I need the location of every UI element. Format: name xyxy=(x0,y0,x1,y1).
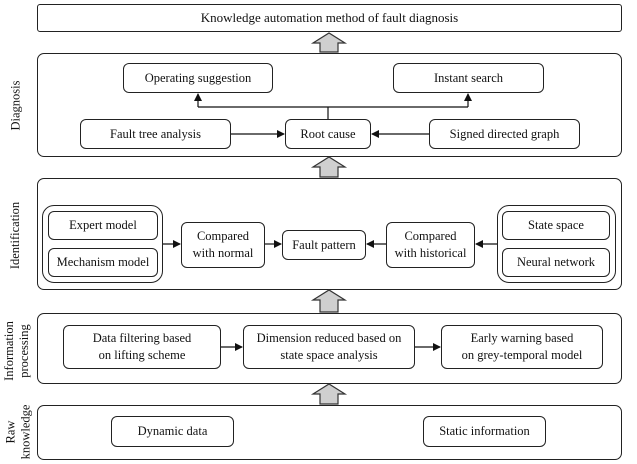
mechanism-model-text: Mechanism model xyxy=(56,255,150,270)
state-space-text: State space xyxy=(528,218,584,233)
compared-historical-text: Compared with historical xyxy=(395,228,467,262)
mechanism-model-box: Mechanism model xyxy=(48,248,158,277)
early-warning-line-1: Early warning based xyxy=(470,331,574,346)
static-information-text: Static information xyxy=(439,424,530,439)
instant-search-text: Instant search xyxy=(433,70,504,85)
compared-historical-line-2: with historical xyxy=(394,246,467,260)
dimension-reduced-line-1: Dimension reduced based on xyxy=(256,331,402,346)
dimension-reduced-line-2: state space analysis xyxy=(280,348,378,362)
operating-suggestion-box: Operating suggestion xyxy=(123,63,273,93)
fault-tree-analysis-text: Fault tree analysis xyxy=(110,126,201,141)
compared-normal-line-1: Compared xyxy=(196,229,250,244)
up-arrow-identification-to-diagnosis xyxy=(310,156,348,178)
expert-model-box: Expert model xyxy=(48,211,158,240)
neural-network-text: Neural network xyxy=(516,255,596,270)
compared-normal-box: Compared with normal xyxy=(181,222,265,268)
fault-pattern-box: Fault pattern xyxy=(282,230,366,260)
fault-pattern-text: Fault pattern xyxy=(292,237,356,252)
instant-search-box: Instant search xyxy=(393,63,544,93)
compared-normal-line-2: with normal xyxy=(192,246,254,260)
compared-historical-box: Compared with historical xyxy=(386,222,475,268)
expert-model-text: Expert model xyxy=(69,218,137,233)
signed-directed-graph-box: Signed directed graph xyxy=(429,119,580,149)
root-cause-box: Root cause xyxy=(285,119,371,149)
compared-historical-line-1: Compared xyxy=(404,229,457,244)
early-warning-line-2: on grey-temporal model xyxy=(461,348,583,362)
left-model-group xyxy=(42,205,163,283)
up-arrow-raw-to-processing xyxy=(310,383,348,405)
dynamic-data-box: Dynamic data xyxy=(111,416,234,447)
early-warning-text: Early warning based on grey-temporal mod… xyxy=(462,330,583,364)
neural-network-box: Neural network xyxy=(502,248,610,277)
up-arrow-title xyxy=(310,32,348,53)
title-text: Knowledge automation method of fault dia… xyxy=(200,10,459,26)
data-filtering-box: Data filtering based on lifting scheme xyxy=(63,325,221,369)
title-box: Knowledge automation method of fault dia… xyxy=(37,4,622,32)
early-warning-box: Early warning based on grey-temporal mod… xyxy=(441,325,603,369)
up-arrow-processing-to-identification xyxy=(310,289,348,313)
static-information-box: Static information xyxy=(423,416,546,447)
dimension-reduced-box: Dimension reduced based on state space a… xyxy=(243,325,415,369)
dynamic-data-text: Dynamic data xyxy=(137,424,208,439)
data-filtering-line-2: on lifting scheme xyxy=(98,348,186,362)
right-model-group xyxy=(497,205,616,283)
root-cause-text: Root cause xyxy=(300,126,356,141)
signed-directed-graph-text: Signed directed graph xyxy=(449,126,560,141)
dimension-reduced-text: Dimension reduced based on state space a… xyxy=(257,330,402,364)
fault-tree-analysis-box: Fault tree analysis xyxy=(80,119,231,149)
data-filtering-line-1: Data filtering based xyxy=(92,331,192,346)
state-space-box: State space xyxy=(502,211,610,240)
data-filtering-text: Data filtering based on lifting scheme xyxy=(93,330,192,364)
compared-normal-text: Compared with normal xyxy=(193,228,254,262)
operating-suggestion-text: Operating suggestion xyxy=(144,70,252,85)
